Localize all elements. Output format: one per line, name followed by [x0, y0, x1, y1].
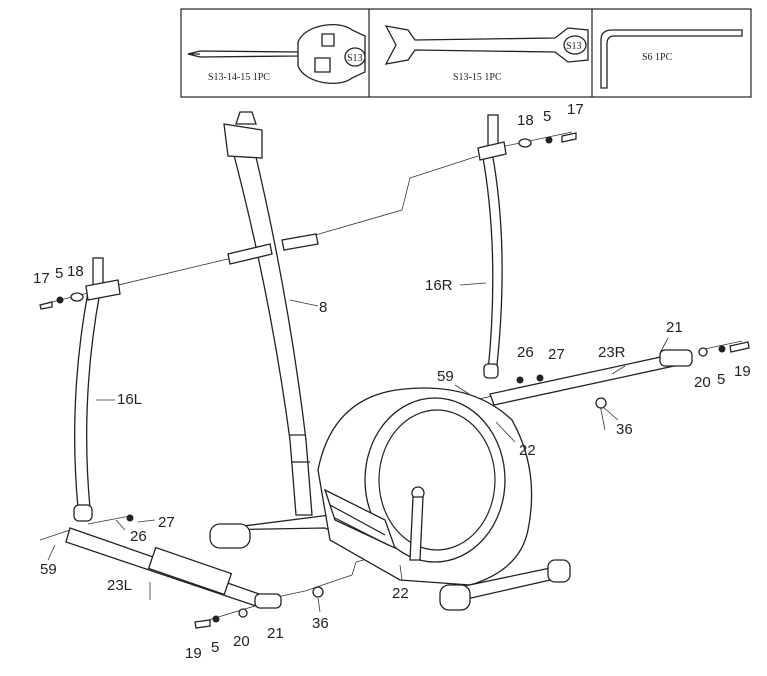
- part-label-18: 18: [517, 112, 534, 129]
- part-label-36: 36: [312, 615, 329, 632]
- crank-arm: [409, 496, 424, 561]
- handlebar-left: [73, 257, 121, 522]
- tool-caption: S13-14-15 1PC: [208, 72, 270, 83]
- bushing-21: [659, 349, 693, 367]
- pedal-arm-right: [489, 341, 750, 409]
- part-label-5: 5: [543, 108, 551, 125]
- part-label-17: 17: [33, 270, 50, 287]
- part-label-17: 17: [567, 101, 584, 118]
- part-label-19: 19: [185, 645, 202, 662]
- part-label-21: 21: [666, 319, 683, 336]
- part-label-20: 20: [233, 633, 250, 650]
- pedal-bracket: [147, 546, 233, 596]
- part-label-5: 5: [55, 265, 63, 282]
- part-label-20: 20: [694, 374, 711, 391]
- pedal-arm-left: [65, 514, 324, 629]
- part-label-8: 8: [319, 299, 327, 316]
- tool-mark-label: S13: [566, 41, 582, 52]
- console-cable: [235, 111, 257, 125]
- part-label-26: 26: [130, 528, 147, 545]
- part-label-59: 59: [40, 561, 57, 578]
- part-label-22: 22: [519, 442, 536, 459]
- housing-vents: [323, 488, 397, 550]
- tool-caption: S13-15 1PC: [453, 72, 502, 83]
- flat-wrench-icon: S13: [384, 25, 589, 65]
- part-label-36: 36: [616, 421, 633, 438]
- flywheel-housing: [317, 387, 571, 611]
- part-label-16r: 16R: [425, 277, 453, 294]
- part-label-21: 21: [267, 625, 284, 642]
- part-label-5: 5: [717, 371, 725, 388]
- part-label-16l: 16L: [117, 391, 142, 408]
- part-label-22: 22: [392, 585, 409, 602]
- tool-mark-label: S13: [347, 53, 363, 64]
- console-mount-plate: [223, 123, 263, 159]
- bolt-set-right: [518, 132, 577, 148]
- tool-box: S13 S13-14-15 1PC S13 S13-15 1PC S6 1PC: [180, 8, 752, 98]
- part-label-18: 18: [67, 263, 84, 280]
- hex-key-icon: [600, 29, 743, 89]
- part-label-19: 19: [734, 363, 751, 380]
- part-label-27: 27: [548, 346, 565, 363]
- pivot-axle: [227, 243, 273, 265]
- leader-lines: [47, 282, 669, 613]
- combination-wrench-icon: S13: [187, 24, 366, 84]
- part-label-59: 59: [437, 368, 454, 385]
- part-label-5: 5: [211, 639, 219, 656]
- part-label-26: 26: [517, 344, 534, 361]
- part-label-23r: 23R: [598, 344, 626, 361]
- front-stabilizer-cap: [209, 523, 251, 549]
- tool-caption: S6 1PC: [642, 52, 673, 63]
- part-label-27: 27: [158, 514, 175, 531]
- part-label-23l: 23L: [107, 577, 132, 594]
- handlebar-right: [477, 114, 507, 379]
- part-labels: 17 5 18 17 5 18 16R 16L 8 21 26 27 23R 5…: [33, 101, 751, 662]
- bolt-set-left: [39, 292, 84, 310]
- tool-box-frame: [180, 8, 752, 98]
